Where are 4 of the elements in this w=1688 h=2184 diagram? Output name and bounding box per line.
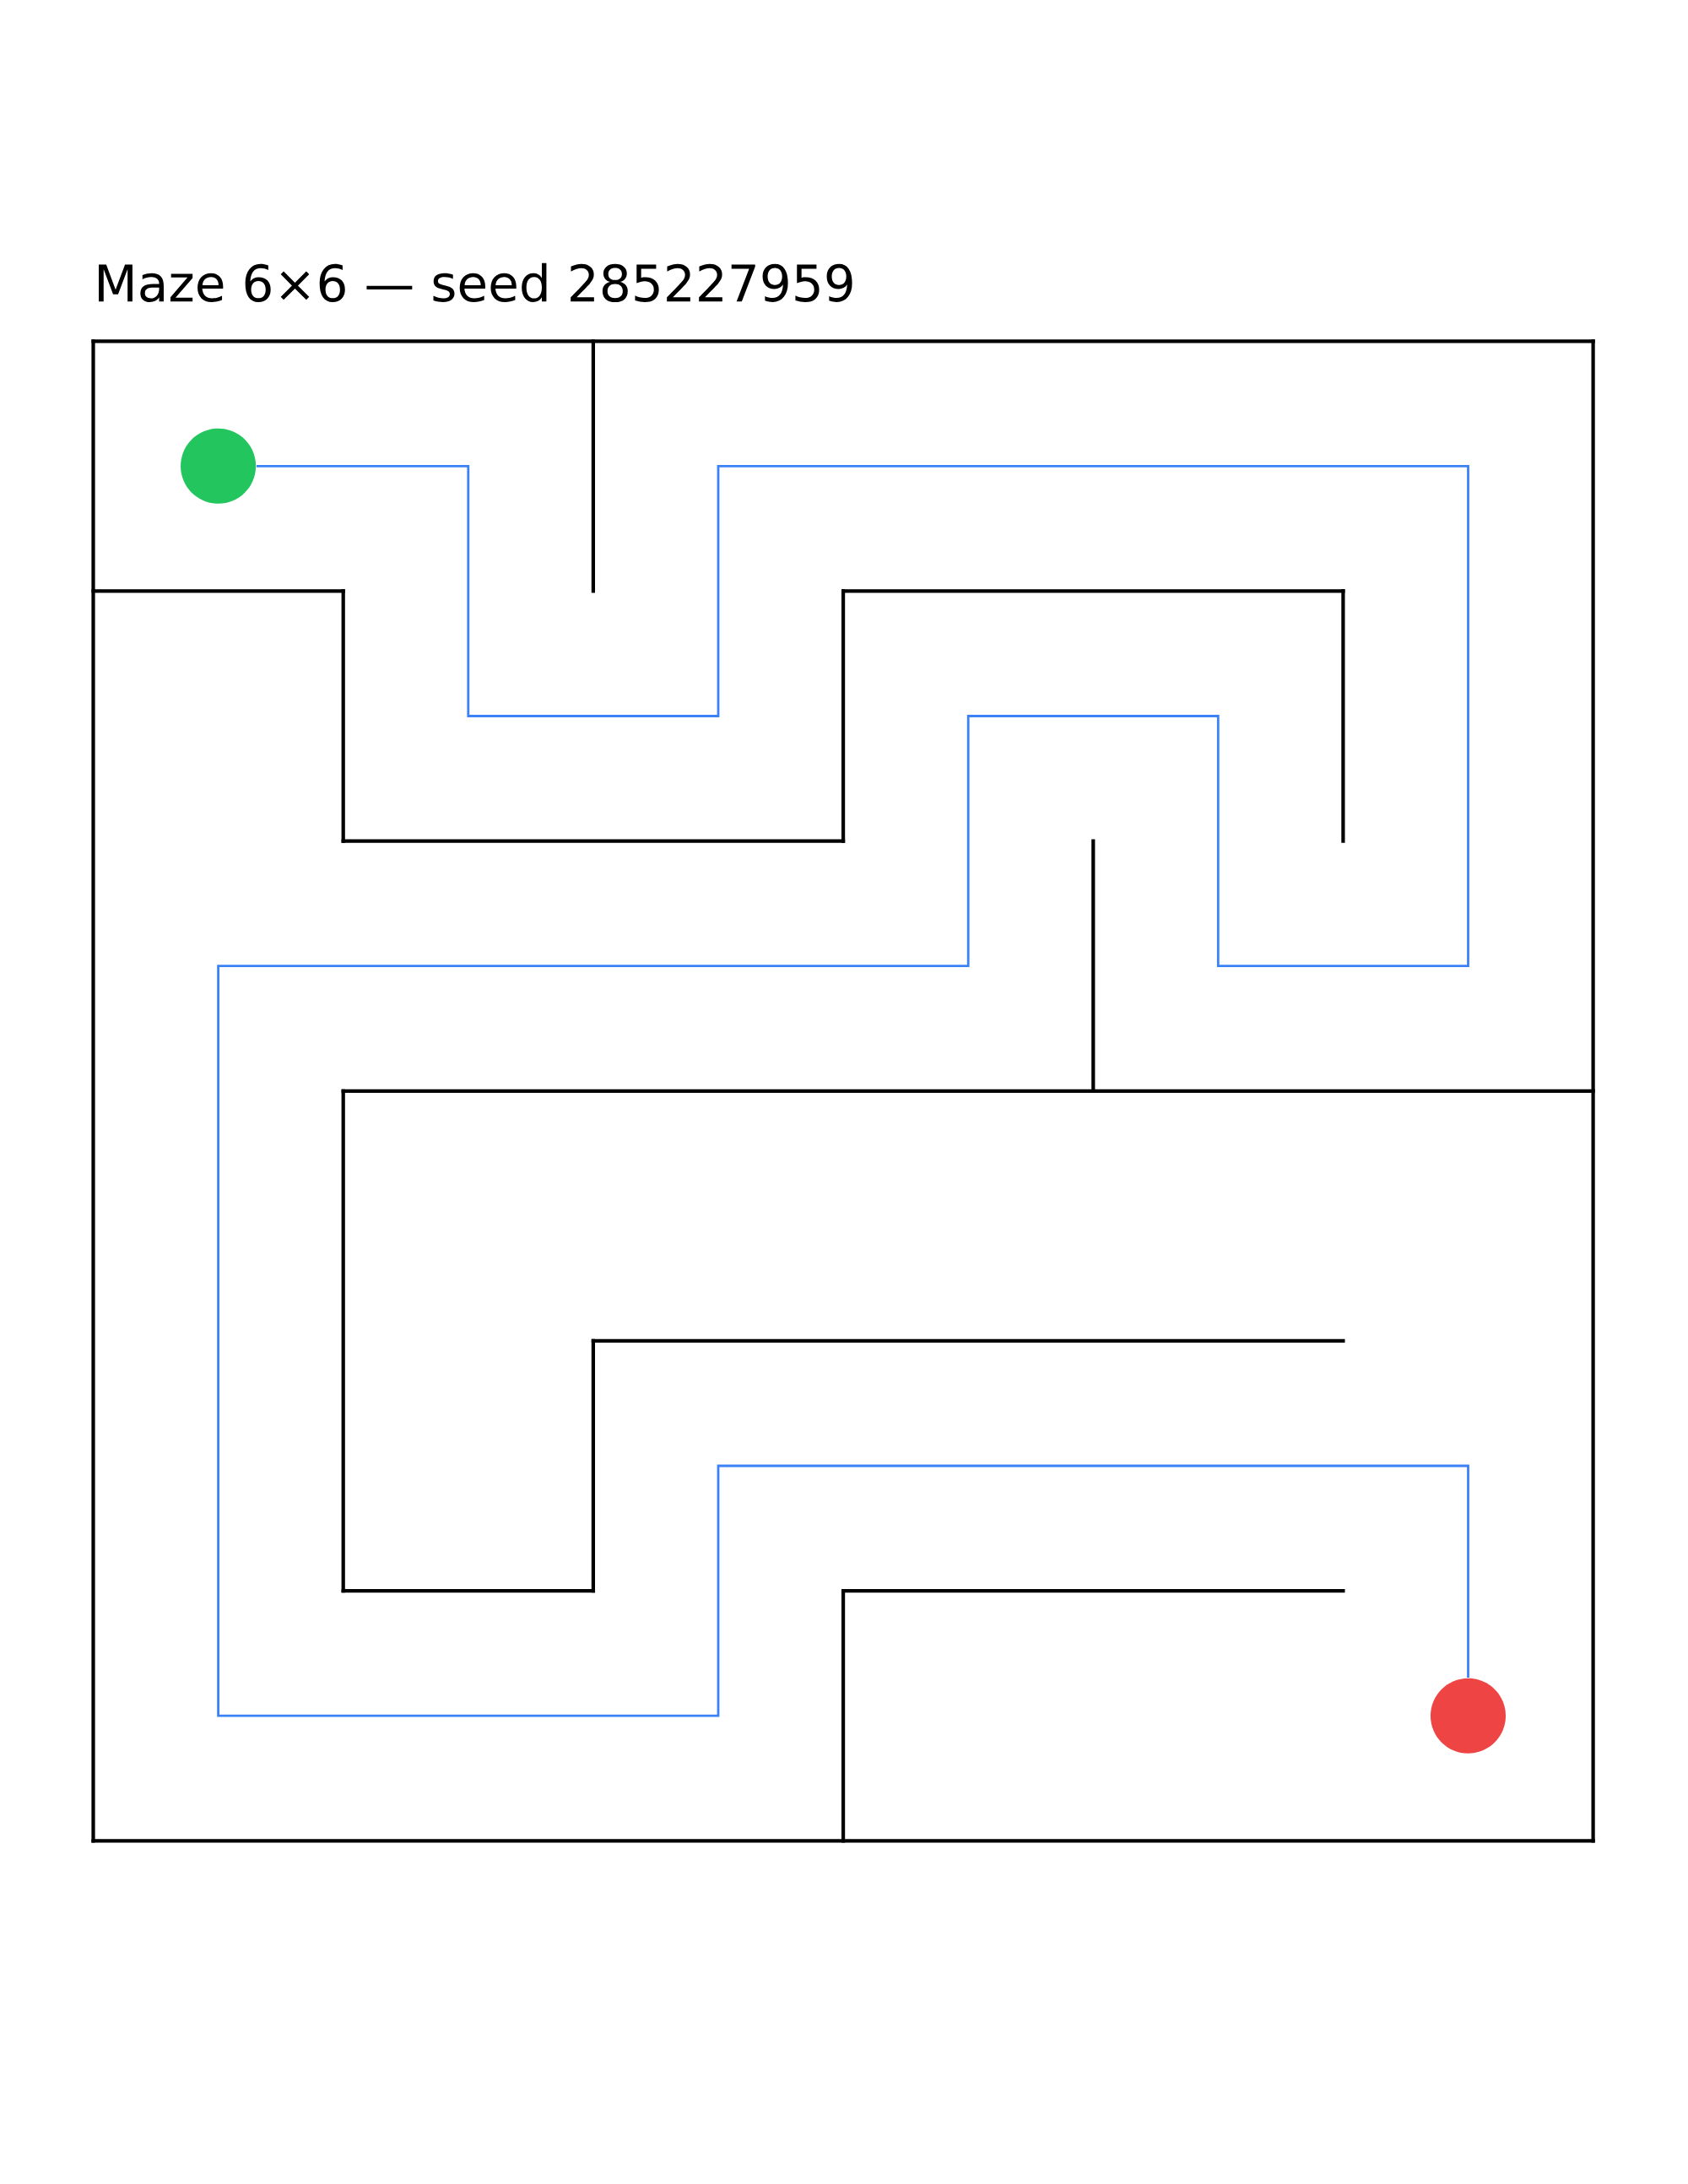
solution-path <box>217 464 1469 1717</box>
end-dot <box>1430 1678 1507 1754</box>
title: Maze 6×6 — seed 285227959 <box>99 262 852 302</box>
start-dot <box>181 428 257 504</box>
